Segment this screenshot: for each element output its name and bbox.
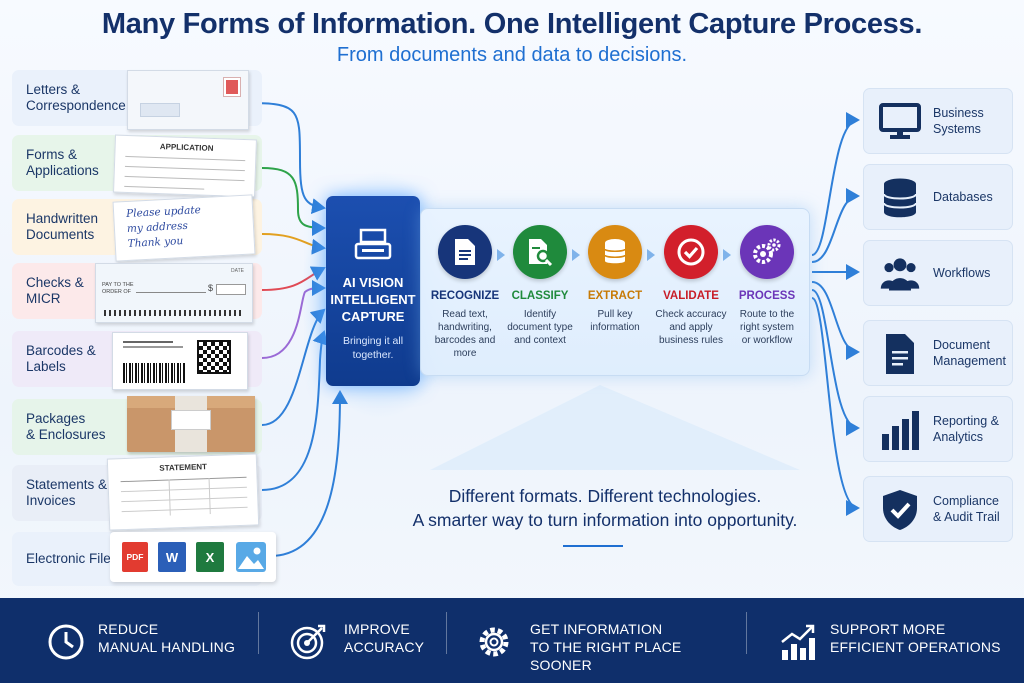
benefit-separator [258,612,259,654]
process-step-title: PROCESS [738,290,796,302]
process-step-validate: VALIDATE Check accuracy and apply busines… [653,225,729,347]
capture-subtitle: Bringing it all together. [342,335,404,361]
people-icon [878,253,922,295]
package-box-thumb [127,396,255,452]
database-icon [588,225,642,279]
process-step-title: EXTRACT [587,290,643,302]
output-card: Business Systems [863,88,1013,154]
page-subtitle: From documents and data to decisions. [336,44,688,66]
shield-check-icon [878,489,922,531]
electronic-files-thumb: PDF W X [110,532,276,582]
process-step-title: CLASSIFY [511,290,569,302]
input-card-label: Barcodes & Labels [26,343,96,374]
process-step-description: Read text, handwriting, barcodes and mor… [434,309,496,359]
growth-chart-icon [778,622,818,662]
output-card-label: Business Systems [933,106,984,136]
statement-heading: STATEMENT [159,462,208,473]
benefit-item: REDUCE MANUAL HANDLING [46,620,286,662]
output-card: Reporting & Analytics [863,396,1013,462]
handwritten-note-thumb: Please update my address Thank you [112,194,256,262]
connector-out-6 [811,297,860,516]
benefit-item: IMPROVE ACCURACY [288,620,528,662]
input-card-label: Electronic Files [26,551,118,566]
benefit-text: SUPPORT MORE EFFICIENT OPERATIONS [830,621,1001,655]
gear-icon [474,622,514,662]
output-card-label: Workflows [933,266,991,280]
capture-title: AI VISION INTELLIGENT CAPTURE [330,275,416,324]
tagline-rule [563,545,623,547]
process-step-extract: EXTRACT Pull key information [577,225,653,334]
benefit-text: REDUCE MANUAL HANDLING [98,621,236,655]
check-payto-label: PAY TO THE ORDER OF [102,282,134,295]
output-card: Compliance & Audit Trail [863,476,1013,542]
process-step-process: PROCESS Route to the right system or work… [729,225,805,347]
connector-out-4 [811,281,860,360]
flow-chevron-icon [723,249,731,261]
benefits-banner: REDUCE MANUAL HANDLING IMPROVE ACCURACY GE… [0,598,1024,683]
input-card-label: Letters & Correspondence [26,82,126,113]
flow-chevron-icon [497,249,505,261]
target-icon [288,622,328,662]
check-dollar-sign: $ [208,283,214,293]
gears-icon [740,225,794,279]
process-step-classify: CLASSIFY Identify document type and conte… [502,225,578,347]
tagline-line-1: Different formats. Different technologie… [448,486,762,506]
word-file-icon: W [158,542,186,572]
benefit-item: GET INFORMATION TO THE RIGHT PLACE SOONE… [474,620,714,673]
handwritten-note-text: Please update my address Thank you [125,204,202,250]
output-card-label: Compliance & Audit Trail [933,494,1000,524]
process-step-description: Route to the right system or workflow [739,309,795,346]
process-panel: RECOGNIZE Read text, handwriting, barcode… [420,208,810,376]
output-card-label: Databases [933,190,993,204]
clock-icon [46,622,86,662]
connector-out-5 [811,289,860,436]
document-icon [878,333,922,375]
process-step-recognize: RECOGNIZE Read text, handwriting, barcode… [427,225,503,360]
envelope-thumb [127,70,249,130]
page-title: Many Forms of Information. One Intellige… [101,8,923,40]
database-icon [878,177,922,219]
process-step-description: Identify document type and context [507,309,573,346]
bar-chart-icon [878,409,922,451]
tagline-line-2: A smarter way to turn information into o… [412,510,798,530]
benefit-separator [446,612,447,654]
flow-chevron-icon [572,249,580,261]
connector-out-2 [811,188,860,263]
connector-out-1 [811,112,860,256]
benefit-text: IMPROVE ACCURACY [344,621,425,655]
flow-chevron-icon [647,249,655,261]
process-step-description: Pull key information [590,309,640,333]
check-icon [664,225,718,279]
input-card-label: Packages & Enclosures [26,411,106,442]
output-card-label: Reporting & Analytics [933,414,1000,444]
output-card: Workflows [863,240,1013,306]
check-date-label: DATE [231,268,244,274]
document-icon [438,225,492,279]
scanner-icon [354,228,392,260]
output-card: Document Management [863,320,1013,386]
process-step-title: VALIDATE [663,290,719,302]
benefit-text: GET INFORMATION TO THE RIGHT PLACE SOONE… [530,621,682,673]
input-card-label: Statements & Invoices [26,477,108,508]
benefit-item: SUPPORT MORE EFFICIENT OPERATIONS [778,620,1018,662]
barcode-label-thumb [112,332,248,390]
benefit-separator [746,612,747,654]
output-card-label: Document Management [933,338,1006,368]
classify-icon [513,225,567,279]
statement-thumb: STATEMENT [106,453,260,531]
ai-capture-box: AI VISION INTELLIGENT CAPTURE Bringing i… [326,196,420,386]
pdf-file-icon: PDF [122,542,148,572]
input-card-label: Checks & MICR [26,275,84,306]
monitor-icon [878,101,922,143]
input-card-label: Handwritten Documents [26,211,99,242]
application-form-heading: APPLICATION [159,142,214,153]
input-card-label: Forms & Applications [26,147,99,178]
check-thumb: DATE PAY TO THE ORDER OF $ [95,263,253,323]
application-form-thumb: APPLICATION [113,134,257,198]
output-card: Databases [863,164,1013,230]
process-step-title: RECOGNIZE [430,290,500,302]
excel-file-icon: X [196,542,224,572]
image-file-icon [236,542,266,572]
process-step-description: Check accuracy and apply business rules [655,309,727,346]
